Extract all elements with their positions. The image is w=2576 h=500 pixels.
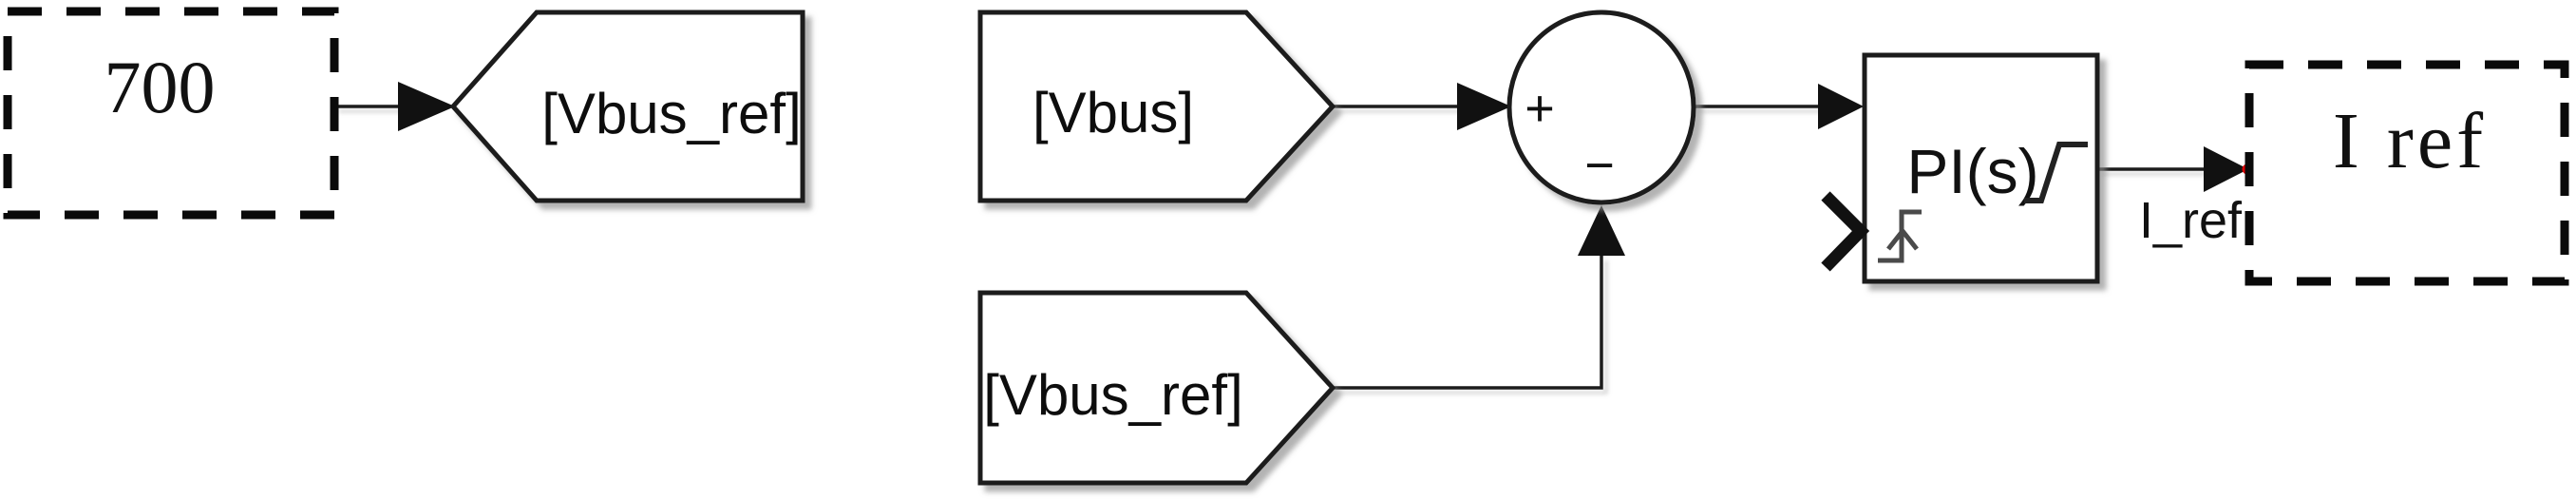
from-tag-shape (977, 10, 1336, 203)
goto-block-vbus-ref[interactable]: [Vbus_ref] (449, 10, 805, 203)
from-tag-label: [Vbus_ref] (983, 363, 1243, 427)
goto-tag-label: [Vbus_ref] (541, 82, 802, 145)
saturation-icon (2024, 142, 2088, 203)
goto-tag-shape (449, 10, 805, 203)
pid-block-label: PI(s) (1906, 136, 2038, 206)
from-tag-shape (977, 290, 1336, 486)
unconnected-port-chevron-icon[interactable] (1821, 191, 1870, 272)
outport-block-iref[interactable]: I ref (2245, 60, 2569, 286)
constant-block[interactable]: 700 (3, 7, 339, 220)
wire-vbusref-to-sum[interactable] (1333, 256, 1603, 390)
pid-controller-block[interactable]: PI(s) (1821, 52, 2100, 284)
signal-label-i-ref[interactable]: I_ref (2139, 192, 2243, 249)
sum-plus-sign: + (1525, 80, 1555, 137)
arrowhead-icon (1457, 83, 1511, 130)
sum-minus-sign: − (1584, 137, 1615, 194)
signal-wires (334, 105, 2204, 390)
from-tag-label: [Vbus] (1032, 81, 1194, 144)
from-block-vbus-ref[interactable]: [Vbus_ref] (977, 290, 1336, 486)
from-block-vbus[interactable]: [Vbus] (977, 10, 1336, 203)
arrowhead-icon (1578, 205, 1625, 256)
sum-block[interactable]: + − (1506, 10, 1696, 205)
external-reset-rising-icon (1878, 209, 1922, 263)
sum-circle (1506, 10, 1696, 205)
outport-block-border (2245, 60, 2569, 286)
arrowhead-icon (398, 82, 455, 131)
constant-block-border (3, 7, 339, 220)
constant-value: 700 (104, 46, 216, 128)
outport-label: I ref (2333, 97, 2487, 185)
arrowhead-icon (1818, 84, 1864, 129)
arrowhead-icon (2204, 146, 2248, 192)
